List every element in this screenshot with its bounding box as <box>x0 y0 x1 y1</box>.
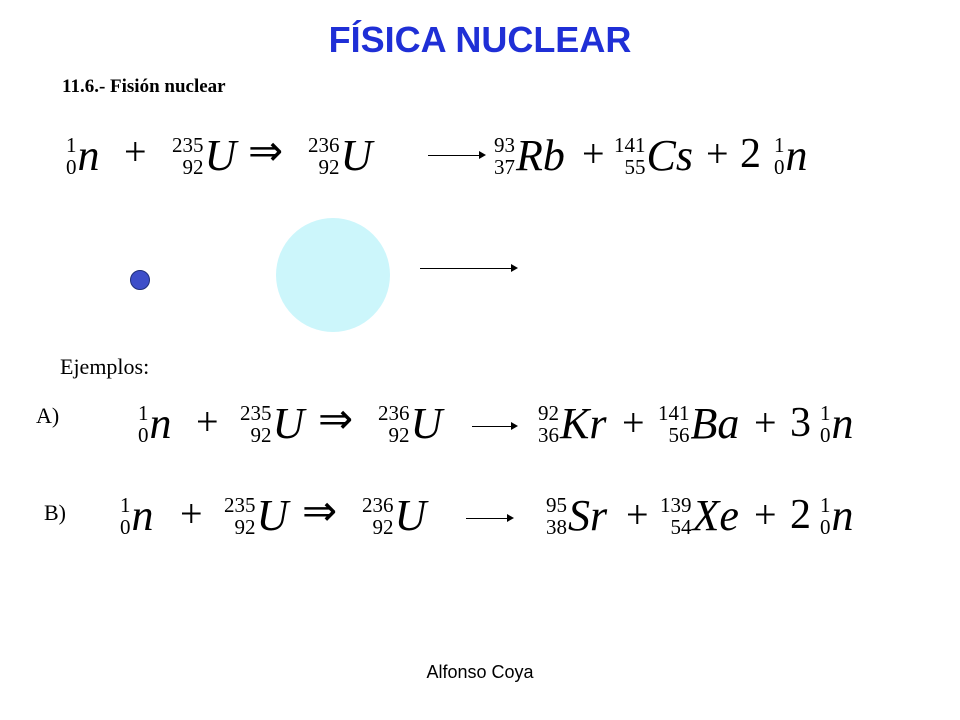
atomic-number: 92 <box>250 423 272 447</box>
reaction-arrow-icon <box>428 151 486 159</box>
mass-number: 139 <box>660 493 692 517</box>
element-symbol: Xe <box>692 491 739 540</box>
footer-author: Alfonso Coya <box>426 662 534 682</box>
element-symbol: U <box>256 491 289 540</box>
implies-arrow-icon: ⇒ <box>302 486 338 535</box>
examples-label: Ejemplos: <box>60 354 150 379</box>
element-symbol: U <box>394 491 427 540</box>
atomic-number: 55 <box>624 155 646 179</box>
atomic-number: 92 <box>318 155 340 179</box>
example-b-label: B) <box>44 500 66 525</box>
example-a-label: A) <box>36 403 60 428</box>
atomic-number: 0 <box>66 155 77 179</box>
atomic-number: 36 <box>538 423 559 447</box>
page-title: FÍSICA NUCLEAR <box>328 19 632 60</box>
uranium-nucleus-icon <box>276 218 390 332</box>
mass-number: 235 <box>224 493 256 517</box>
implies-arrow-icon: ⇒ <box>248 126 284 175</box>
mass-number: 1 <box>66 133 77 157</box>
mass-number: 92 <box>538 401 559 425</box>
mass-number: 236 <box>308 133 340 157</box>
mass-number: 236 <box>378 401 410 425</box>
atomic-number: 92 <box>182 155 204 179</box>
implies-arrow-icon: ⇒ <box>318 394 354 443</box>
element-symbol: Ba <box>690 399 740 448</box>
plus-sign: + <box>754 492 777 537</box>
plus-sign: + <box>196 399 219 444</box>
neutron-coefficient: 3 <box>790 400 811 446</box>
atomic-number: 38 <box>546 515 567 539</box>
element-symbol: U <box>340 131 373 180</box>
mass-number: 1 <box>774 133 785 157</box>
atomic-number: 92 <box>372 515 394 539</box>
atomic-number: 0 <box>820 515 831 539</box>
element-symbol: n <box>131 491 154 540</box>
element-symbol: U <box>410 399 443 448</box>
neutron-ball-icon <box>130 270 150 290</box>
mass-number: 141 <box>658 401 690 425</box>
element-symbol: n <box>831 491 854 540</box>
element-symbol: Kr <box>560 399 607 448</box>
mass-number: 141 <box>614 133 646 157</box>
atomic-number: 56 <box>668 423 690 447</box>
mass-number: 1 <box>138 401 149 425</box>
element-symbol: Rb <box>516 131 565 180</box>
mass-number: 1 <box>820 401 831 425</box>
mass-number: 235 <box>240 401 272 425</box>
plus-sign: + <box>706 131 729 176</box>
element-symbol: n <box>77 131 100 180</box>
atomic-number: 92 <box>388 423 410 447</box>
plus-sign: + <box>582 131 605 176</box>
atomic-number: 0 <box>820 423 831 447</box>
element-symbol: n <box>785 131 808 180</box>
plus-sign: + <box>626 492 649 537</box>
atomic-number: 92 <box>234 515 256 539</box>
mass-number: 236 <box>362 493 394 517</box>
element-symbol: n <box>149 399 172 448</box>
atomic-number: 37 <box>494 155 515 179</box>
atomic-number: 0 <box>774 155 785 179</box>
section-subtitle: 11.6.- Fisión nuclear <box>62 76 226 97</box>
plus-sign: + <box>180 491 203 536</box>
element-symbol: n <box>831 399 854 448</box>
atomic-number: 0 <box>120 515 131 539</box>
mass-number: 1 <box>820 493 831 517</box>
mass-number: 93 <box>494 133 515 157</box>
mass-number: 95 <box>546 493 567 517</box>
plus-sign: + <box>622 400 645 445</box>
neutron-coefficient: 2 <box>790 492 811 538</box>
neutron-coefficient: 2 <box>740 131 761 177</box>
element-symbol: Sr <box>568 491 608 540</box>
reaction-arrow-icon <box>466 514 514 522</box>
element-symbol: U <box>204 131 237 180</box>
atomic-number: 54 <box>670 515 692 539</box>
mass-number: 235 <box>172 133 204 157</box>
atomic-number: 0 <box>138 423 149 447</box>
illustration-arrow-icon <box>420 264 518 272</box>
element-symbol: U <box>272 399 305 448</box>
plus-sign: + <box>754 400 777 445</box>
mass-number: 1 <box>120 493 131 517</box>
element-symbol: Cs <box>646 131 693 180</box>
plus-sign: + <box>124 129 147 174</box>
reaction-arrow-icon <box>472 422 518 430</box>
